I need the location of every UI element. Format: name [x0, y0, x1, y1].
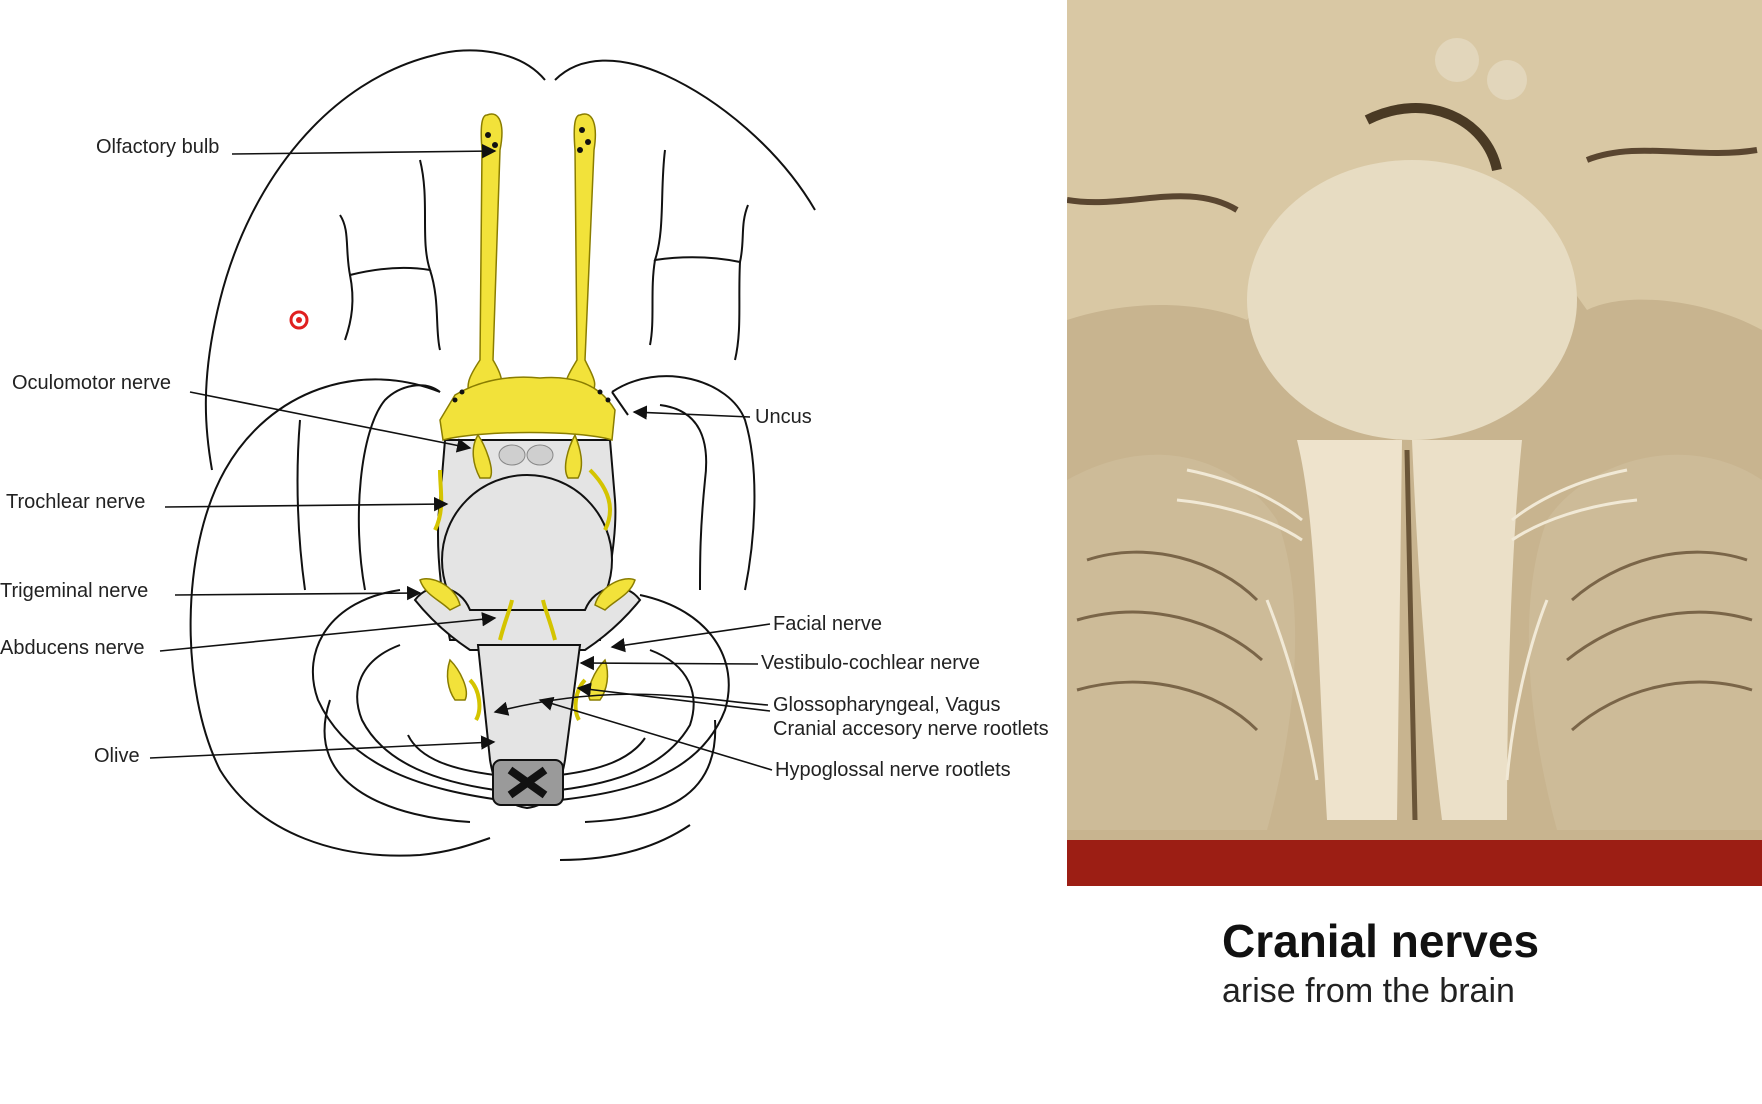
- laser-pointer-dot-icon: [289, 310, 309, 330]
- cranial-nerves-drawing: [419, 113, 636, 701]
- label-abducens-nerve: Abducens nerve: [0, 637, 145, 659]
- caption-subtitle: arise from the brain: [1222, 972, 1515, 1010]
- brain-base-diagram: Olfactory bulb Oculomotor nerve Trochlea…: [0, 49, 1049, 861]
- label-facial-nerve: Facial nerve: [773, 613, 882, 635]
- leader-glossopharyngeal-olive: [493, 693, 769, 716]
- nerve-rootlets-photo: [1176, 468, 1638, 781]
- leader-lines: [149, 143, 773, 771]
- nerve-rootlets: [433, 468, 612, 722]
- caption-title: Cranial nerves: [1222, 915, 1540, 967]
- label-vestibulo-cochlear-nerve: Vestibulo-cochlear nerve: [761, 652, 980, 674]
- label-cranial-accessory-rootlets: Cranial accesory nerve rootlets: [773, 718, 1049, 740]
- brainstem: [413, 439, 642, 810]
- label-olive: Olive: [94, 745, 140, 767]
- cerebellum-folia-photo: [1076, 550, 1753, 732]
- label-trochlear-nerve: Trochlear nerve: [6, 491, 145, 513]
- brainstem-photograph: [1067, 0, 1762, 886]
- label-oculomotor-nerve: Oculomotor nerve: [12, 372, 171, 394]
- label-uncus: Uncus: [755, 406, 812, 428]
- label-olfactory-bulb: Olfactory bulb: [96, 136, 219, 158]
- label-hypoglossal-rootlets: Hypoglossal nerve rootlets: [775, 759, 1011, 781]
- label-glossopharyngeal-vagus: Glossopharyngeal, Vagus: [773, 694, 1001, 716]
- label-trigeminal-nerve: Trigeminal nerve: [0, 580, 148, 602]
- cerebrum-outline: [189, 49, 816, 861]
- cerebellum-folia: [311, 589, 730, 823]
